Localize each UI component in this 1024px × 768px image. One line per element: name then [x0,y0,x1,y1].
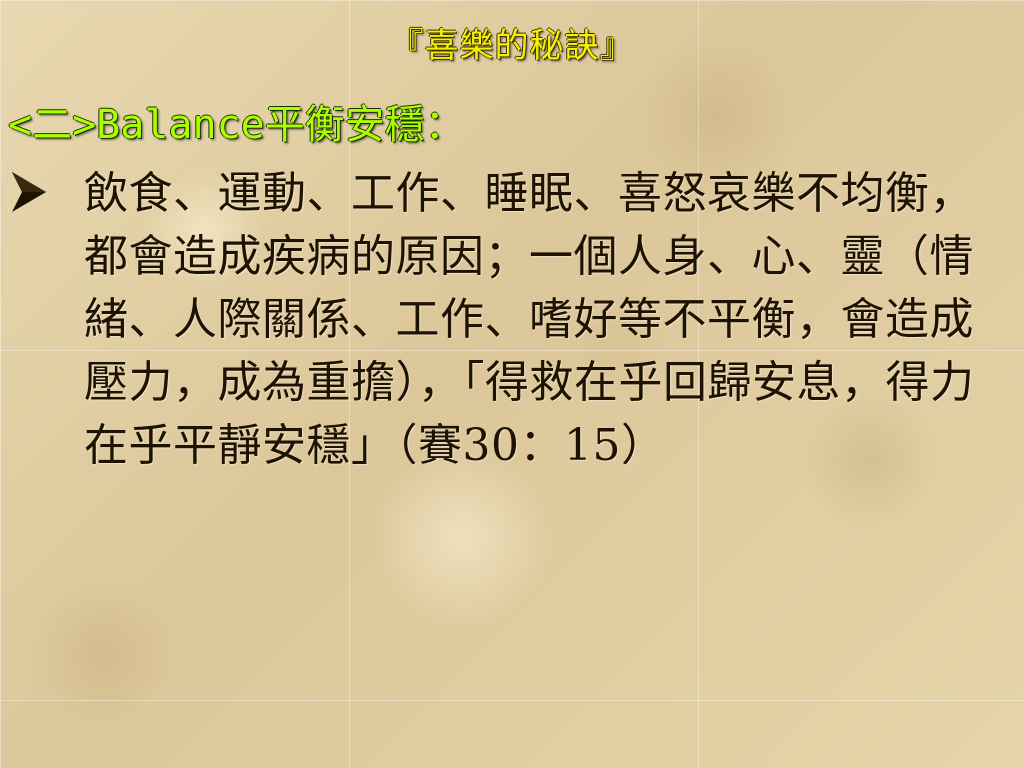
subtitle-prefix: <二>Balance [8,102,265,148]
arrowhead-bullet-icon [12,172,46,212]
slide-subtitle: <二>Balance平衡安穩： [8,92,465,150]
subtitle-suffix: 平衡安穩： [264,102,465,148]
bullet-text: 飲食、運動、工作、睡眠、喜怒哀樂不均衡，都會造成疾病的原因；一個人身、心、靈（情… [84,168,975,471]
slide-title: 『喜樂的秘訣』 [389,26,635,66]
